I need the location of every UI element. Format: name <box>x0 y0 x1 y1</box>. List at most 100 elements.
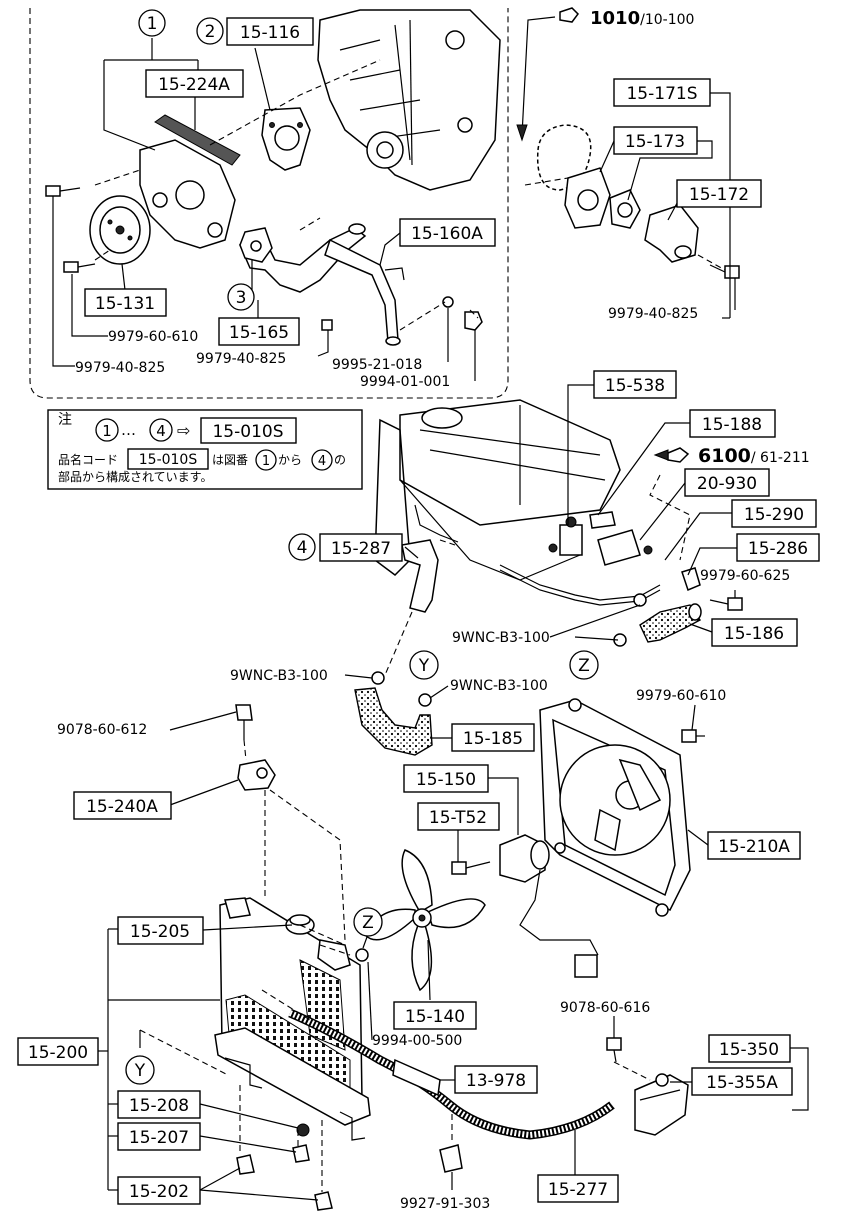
label-15-240A: 15-240A <box>73 791 172 820</box>
note-box: 注 1 … 4 ⇨ 15-010S 品名コード 15-010S は図番 1 から… <box>47 409 363 490</box>
pn-9wnc-b3-100-left: 9WNC-B3-100 <box>230 668 328 684</box>
lower-mount-3 <box>314 1191 333 1211</box>
label-15-172: 15-172 <box>676 179 762 208</box>
svg-text:15-277: 15-277 <box>548 1180 608 1200</box>
svg-text:Z: Z <box>578 656 590 676</box>
svg-text:15-186: 15-186 <box>724 624 784 644</box>
pn-9979-60-610-left: 9979-60-610 <box>108 329 198 345</box>
reserve-tank-hose <box>288 1008 615 1140</box>
svg-text:15-287: 15-287 <box>331 539 391 559</box>
label-15-188: 15-188 <box>689 409 776 438</box>
coolant-pipe <box>238 223 405 346</box>
cylinder-head-cover <box>374 399 621 581</box>
label-13-978: 13-978 <box>454 1065 538 1094</box>
svg-text:15-172: 15-172 <box>689 185 749 205</box>
label-15-277: 15-277 <box>537 1174 619 1203</box>
svg-text:15-188: 15-188 <box>702 415 762 435</box>
svg-text:Y: Y <box>418 656 430 676</box>
svg-text:1: 1 <box>262 454 270 469</box>
pn-9979-40-825-left: 9979-40-825 <box>75 360 165 376</box>
callout-circle-2: 2 <box>196 17 224 45</box>
water-pump-assembly-boundary <box>29 8 509 399</box>
callout-circle-1: 1 <box>138 9 166 37</box>
label-15-350: 15-350 <box>708 1034 791 1063</box>
svg-text:4: 4 <box>318 454 326 469</box>
coolant-reserve-tank <box>634 1073 689 1136</box>
note-title: 注 <box>58 412 72 428</box>
svg-text:15-538: 15-538 <box>605 376 665 396</box>
label-15-173: 15-173 <box>613 126 698 155</box>
thermostat-housing-group <box>536 124 740 279</box>
svg-text:15-207: 15-207 <box>129 1128 189 1148</box>
callout-circle-4: 4 <box>288 533 316 561</box>
svg-text:Z: Z <box>362 913 374 933</box>
cooling-fan-blade <box>364 849 486 992</box>
svg-text:は図番: は図番 <box>212 453 248 467</box>
ref-6100: 6100/ 61-211 <box>653 445 810 467</box>
svg-text:15-202: 15-202 <box>129 1182 189 1202</box>
label-15-186: 15-186 <box>711 618 798 647</box>
drain-plug <box>296 1123 310 1137</box>
ref-1010: 1010/10-100 <box>559 7 694 29</box>
label-15-150: 15-150 <box>403 764 489 793</box>
water-pump-pulley <box>89 195 151 265</box>
svg-text:15-208: 15-208 <box>129 1096 189 1116</box>
pn-9979-40-825-mid: 9979-40-825 <box>196 351 286 367</box>
pn-9078-60-612: 9078-60-612 <box>57 722 147 738</box>
water-outlet-sensor <box>548 511 653 566</box>
label-15-116: 15-116 <box>226 17 314 46</box>
svg-text:Y: Y <box>134 1061 146 1081</box>
label-15-207: 15-207 <box>117 1122 201 1151</box>
svg-text:15-350: 15-350 <box>719 1040 779 1060</box>
label-15-140: 15-140 <box>393 1001 477 1030</box>
svg-text:15-355A: 15-355A <box>706 1073 778 1093</box>
svg-text:20-930: 20-930 <box>697 474 757 494</box>
label-15-185: 15-185 <box>451 723 535 752</box>
radiator-lower-hose-upper-part <box>639 603 702 643</box>
svg-text:15-171S: 15-171S <box>626 84 697 104</box>
label-20-930: 20-930 <box>684 468 770 497</box>
label-15-210A: 15-210A <box>707 831 801 860</box>
engine-block-top <box>317 9 501 191</box>
shroud-bolt <box>681 729 705 743</box>
label-15-202: 15-202 <box>117 1176 201 1205</box>
svg-text:15-240A: 15-240A <box>86 797 158 817</box>
svg-text:15-290: 15-290 <box>744 505 804 525</box>
pn-9995-21-018: 9995-21-018 <box>332 357 422 373</box>
label-15-131: 15-131 <box>84 288 167 317</box>
label-15-286: 15-286 <box>736 533 820 562</box>
bypass-hose <box>401 504 459 613</box>
label-15-208: 15-208 <box>117 1090 201 1119</box>
svg-text:15-010S: 15-010S <box>212 422 283 442</box>
svg-text:の: の <box>334 453 346 467</box>
svg-text:15-185: 15-185 <box>463 729 523 749</box>
callout-circle-3: 3 <box>227 283 255 311</box>
radiator-lower-hose <box>354 671 433 756</box>
water-pump-gasket <box>261 107 311 171</box>
callout-circle-z-top: Z <box>569 650 599 680</box>
hose-clamp-1 <box>633 593 647 607</box>
svg-text:15-173: 15-173 <box>625 132 685 152</box>
radiator-mount-bracket <box>237 759 276 791</box>
ref-1010-label: 1010/10-100 <box>590 8 694 29</box>
svg-text:部品から構成されています。: 部品から構成されています。 <box>58 469 212 484</box>
svg-text:13-978: 13-978 <box>466 1071 526 1091</box>
pipe-bolts <box>321 296 483 331</box>
svg-text:から: から <box>278 453 302 467</box>
callout-circle-y-top: Y <box>409 650 439 680</box>
label-15-538: 15-538 <box>593 370 677 399</box>
radiator <box>214 897 371 1141</box>
pn-9994-01-001: 9994-01-001 <box>360 374 450 390</box>
svg-text:1: 1 <box>102 422 112 440</box>
water-pump-body <box>139 139 236 249</box>
svg-text:3: 3 <box>236 288 247 308</box>
lower-mount-1 <box>292 1144 310 1163</box>
label-15-290: 15-290 <box>731 499 817 528</box>
pn-9wnc-b3-100-top: 9WNC-B3-100 <box>452 630 550 646</box>
svg-text:15-160A: 15-160A <box>411 224 483 244</box>
motor-mount-bolt <box>451 861 491 875</box>
label-15-200: 15-200 <box>17 1037 99 1066</box>
fan-nut <box>355 948 369 962</box>
svg-text:15-286: 15-286 <box>748 539 808 559</box>
